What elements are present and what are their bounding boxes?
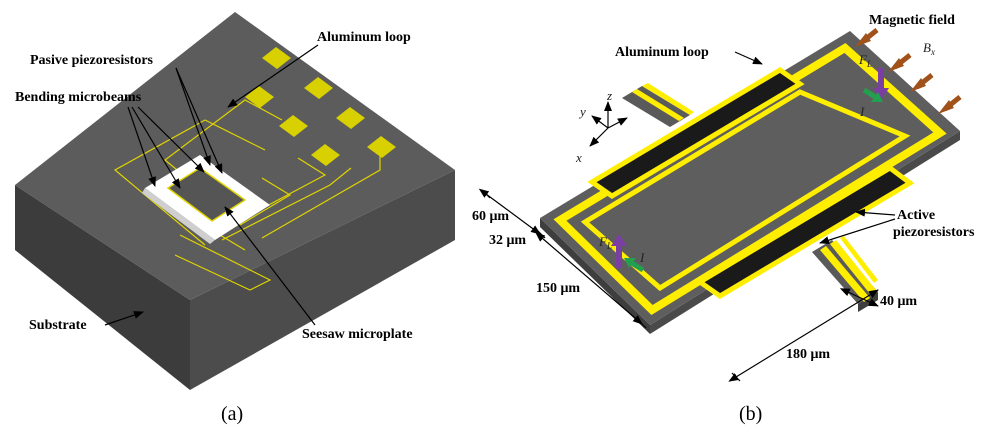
dimension-lines — [478, 188, 879, 382]
magnetic-field-label: Magnetic field — [869, 13, 955, 28]
bond-pad — [367, 136, 396, 158]
bond-pads — [245, 47, 396, 166]
bx-symbol: Bx — [923, 40, 935, 57]
current-arrow-top — [862, 87, 883, 102]
dim-60: 60 μm — [472, 209, 509, 224]
label-active-line1: Active — [897, 208, 935, 223]
device-plate — [540, 31, 960, 334]
magnetic-field-arrows — [855, 28, 962, 114]
label-substrate: Substrate — [29, 318, 87, 333]
substrate-left-face — [15, 185, 190, 390]
axis-x-label: x — [575, 150, 582, 165]
force-top-label: FL — [858, 52, 872, 69]
axis-y-label: y — [578, 104, 586, 119]
axis-z-label: z — [606, 88, 612, 103]
label-aluminum-loop: Aluminum loop — [317, 30, 411, 45]
bond-pad — [336, 107, 365, 129]
cavity-inner-wall — [142, 188, 215, 244]
dim-32: 32 μm — [489, 233, 526, 248]
label-seesaw-microplate: Seesaw microplate — [302, 327, 413, 342]
caption-b: (b) — [739, 403, 762, 425]
label-aluminum-loop-b: Aluminum loop — [615, 45, 709, 60]
left-anchor-beam — [622, 83, 694, 127]
bond-pad — [311, 144, 340, 166]
axis-triad — [589, 101, 628, 147]
substrate-block — [15, 12, 455, 390]
substrate-top-face — [15, 12, 455, 300]
bond-pad — [245, 86, 274, 108]
bond-pad — [262, 47, 291, 69]
label-bending-microbeams: Bending microbeams — [15, 90, 142, 105]
lorentz-force-top — [873, 68, 889, 100]
substrate-right-face — [190, 170, 455, 390]
current-bottom-label: I — [639, 250, 645, 265]
dim-40: 40 μm — [880, 294, 917, 309]
caption-a: (a) — [221, 403, 243, 425]
panel-a: Aluminum loop Pasive piezoresistors Bend… — [15, 12, 455, 425]
panel-a-labels: Aluminum loop Pasive piezoresistors Bend… — [15, 30, 413, 342]
slot-top — [587, 67, 805, 199]
panel-b: z y x Magnetic field Bx FL I F — [472, 13, 975, 425]
bond-pad — [304, 77, 333, 99]
dim-180: 180 μm — [786, 347, 830, 362]
slot-bottom — [695, 164, 915, 299]
label-pasive-piezoresistors: Pasive piezoresistors — [30, 53, 154, 68]
label-active-line2: piezoresistors — [893, 225, 975, 240]
right-anchor-beam — [812, 236, 878, 312]
dim-150: 150 μm — [536, 281, 580, 296]
current-top-label: I — [859, 104, 865, 119]
bond-pad — [279, 115, 308, 137]
